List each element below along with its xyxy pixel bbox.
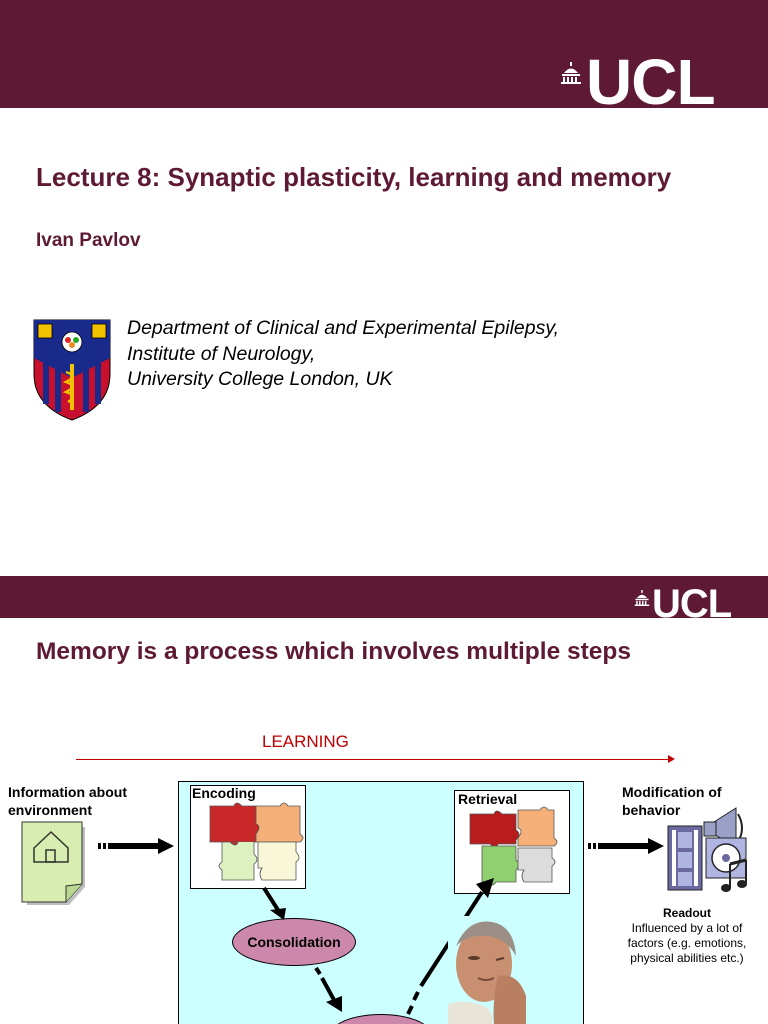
shield-crest-icon (33, 319, 111, 421)
puzzle-icon (209, 802, 304, 881)
output-label-line: behavior (622, 802, 681, 818)
consolidation-to-storage-arrow (314, 966, 342, 1012)
input-label-line: environment (8, 802, 93, 818)
affiliation-line: Department of Clinical and Experimental … (127, 317, 560, 339)
learning-arrowhead (668, 755, 675, 763)
ucl-logo: UCL (652, 582, 732, 626)
learning-label: LEARNING (262, 732, 349, 751)
output-label-line: Modification of (622, 784, 722, 800)
affiliation-line: University College London, UK (127, 368, 393, 390)
affiliation-block: Department of Clinical and Experimental … (127, 316, 559, 393)
author-name: Ivan Pavlov (36, 230, 141, 251)
encoding-label: Encoding (192, 785, 256, 801)
learning-arrow-line (76, 759, 672, 760)
header-banner (0, 0, 768, 108)
slide-title: Memory is a process which involves multi… (36, 638, 632, 665)
output-arrow (588, 838, 664, 854)
readout-note: Readout Influenced by a lot of factors (… (612, 906, 762, 966)
affiliation-line: Institute of Neurology, (127, 342, 316, 365)
readout-line: Influenced by a lot of (631, 921, 743, 935)
readout-title: Readout (663, 906, 711, 920)
ucl-dome-icon (561, 62, 581, 84)
consolidation-label: Consolidation (247, 934, 341, 950)
lecture-title: Lecture 8: Synaptic plasticity, learning… (36, 162, 672, 192)
input-arrow (98, 838, 174, 854)
memory-steps-slide: UCL Memory is a process which involves m… (0, 576, 768, 1024)
title-slide: UCL Lecture 8: Synaptic plasticity, lear… (0, 0, 768, 421)
house-document-icon (21, 821, 85, 905)
input-label-line: Information about (8, 784, 127, 800)
puzzle-icon (469, 806, 558, 886)
elderly-man-photo-icon (448, 916, 526, 1024)
readout-line: physical abilities etc.) (630, 951, 744, 965)
output-label: Modification of behavior (622, 783, 722, 819)
readout-line: factors (e.g. emotions, (627, 936, 747, 950)
input-label: Information about environment (8, 783, 127, 819)
encoding-to-consolidation-arrow (262, 886, 286, 920)
multimedia-icon (667, 807, 747, 892)
consolidation-node: Consolidation (232, 918, 356, 966)
ucl-dome-icon (634, 590, 650, 606)
retrieval-label: Retrieval (458, 791, 518, 807)
ucl-logo: UCL (586, 46, 716, 118)
